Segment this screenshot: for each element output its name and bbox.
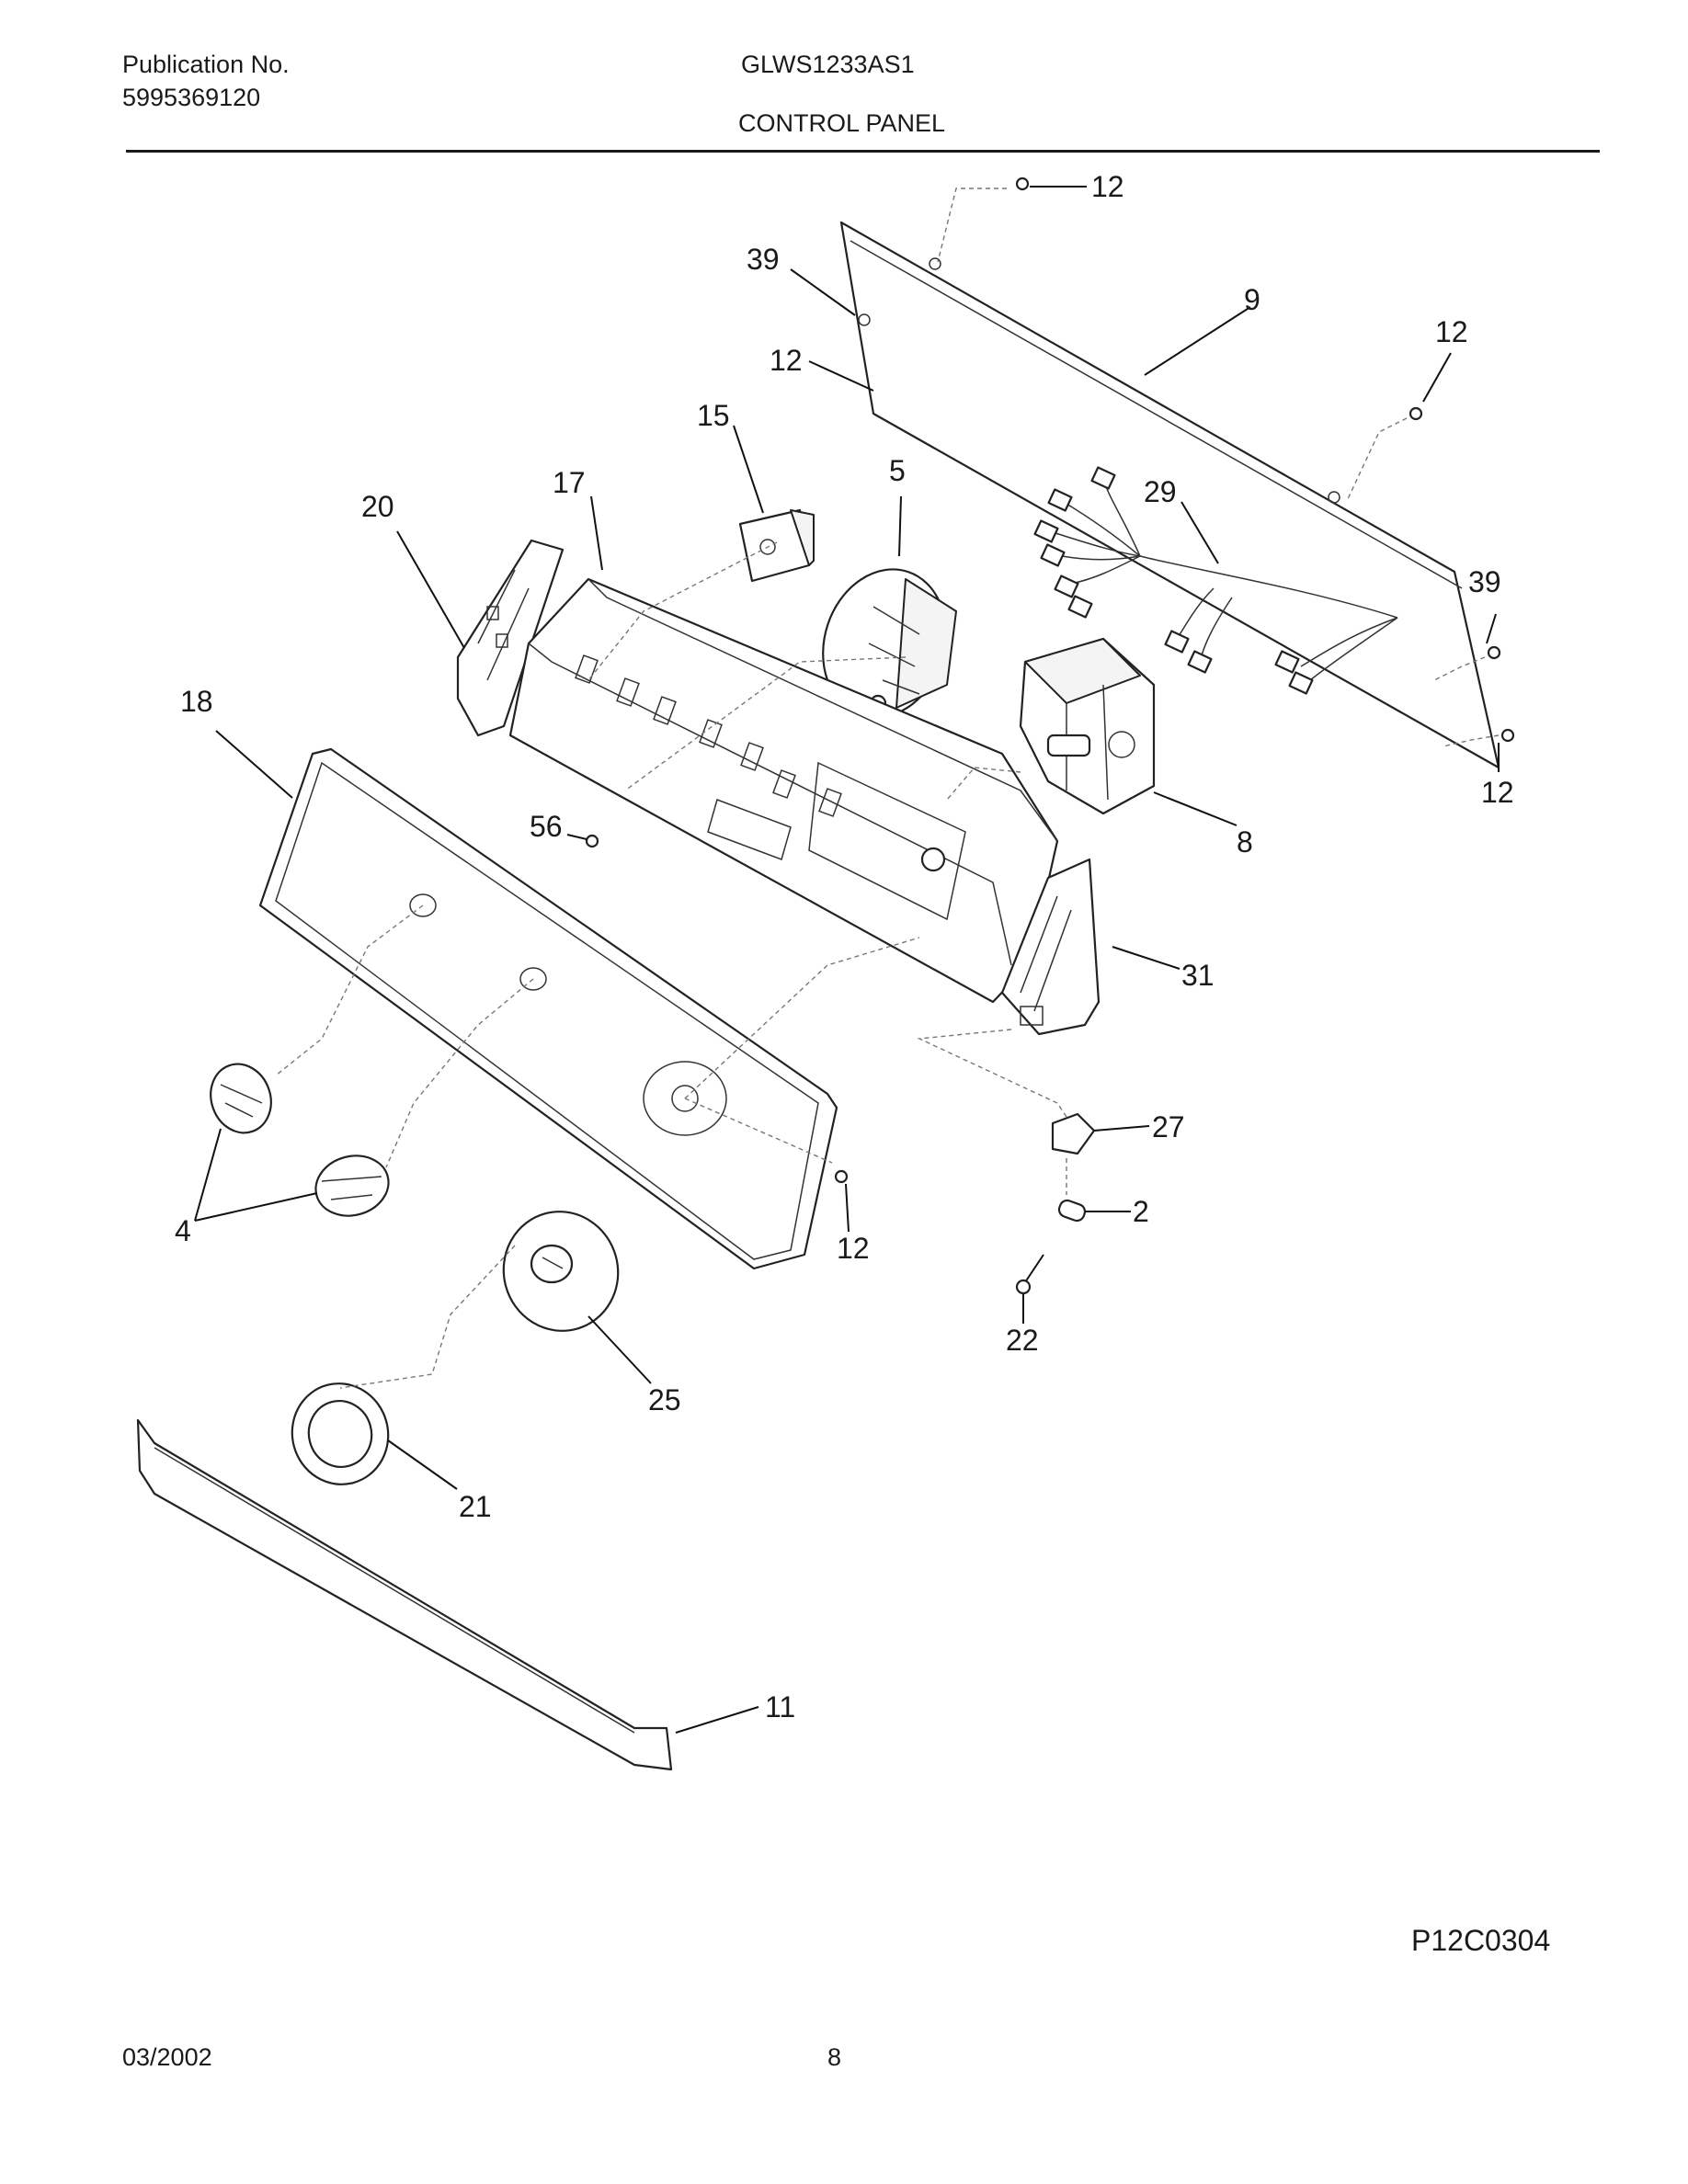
part-21-dial-ring (291, 1382, 390, 1485)
publication-label: Publication No. (122, 51, 290, 78)
footer-date: 03/2002 (122, 2043, 212, 2071)
callout-labels: 12 39 9 12 12 15 5 29 17 20 39 18 12 56 … (175, 170, 1514, 1723)
callout-12-left: 12 (770, 344, 803, 377)
leader-lines (194, 186, 1500, 1734)
callout-20: 20 (361, 490, 394, 523)
part-15-switch (738, 508, 815, 583)
part-8-control-block (1019, 637, 1156, 815)
model-number: GLWS1233AS1 (741, 51, 915, 78)
callout-22: 22 (1006, 1324, 1039, 1357)
assembly-dashed-lines (275, 188, 1500, 1389)
header-rule (126, 150, 1600, 153)
part-22-screw (1015, 1254, 1044, 1295)
part-29-wire-harness (1033, 466, 1398, 695)
section-title: CONTROL PANEL (738, 109, 946, 137)
callout-12-right-top: 12 (1435, 315, 1468, 348)
part-17-console (508, 577, 1059, 1004)
callout-56: 56 (530, 810, 563, 843)
callout-15: 15 (697, 399, 730, 432)
callout-31: 31 (1181, 959, 1215, 992)
part-4-knob-lower (314, 1155, 390, 1217)
callout-2: 2 (1133, 1195, 1149, 1228)
callout-12-right-bottom: 12 (1481, 776, 1514, 809)
part-4-knob-upper (210, 1063, 272, 1134)
callout-27: 27 (1152, 1110, 1185, 1143)
callout-8: 8 (1237, 825, 1253, 859)
part-2-spacer (1057, 1199, 1087, 1223)
part-56-screw (585, 834, 599, 848)
part-27-bracket (1051, 1112, 1096, 1155)
part-20-left-end-cap (456, 539, 565, 737)
part-18-front-overlay (258, 747, 838, 1270)
callout-18: 18 (180, 685, 213, 718)
footer-page-number: 8 (827, 2043, 842, 2071)
callout-39-right: 39 (1468, 565, 1501, 598)
callout-5: 5 (889, 454, 906, 487)
callout-39-top: 39 (747, 243, 780, 276)
console-switch-slots (575, 654, 842, 817)
callout-12-mid: 12 (837, 1232, 870, 1265)
part-25-dial-disc (502, 1211, 620, 1332)
callout-12-top: 12 (1091, 170, 1124, 203)
publication-number: 5995369120 (122, 84, 261, 111)
callout-4: 4 (175, 1214, 191, 1247)
diagram-code: P12C0304 (1411, 1924, 1551, 1957)
callout-9: 9 (1244, 283, 1260, 316)
part-12-screws (834, 176, 1515, 1184)
part-11-trim-strip (136, 1418, 673, 1771)
callout-11: 11 (765, 1690, 795, 1723)
callout-17: 17 (553, 466, 586, 499)
callout-25: 25 (648, 1383, 681, 1416)
part-31-right-end-cap (1000, 858, 1101, 1036)
callout-21: 21 (459, 1490, 492, 1523)
callout-29: 29 (1144, 475, 1177, 508)
